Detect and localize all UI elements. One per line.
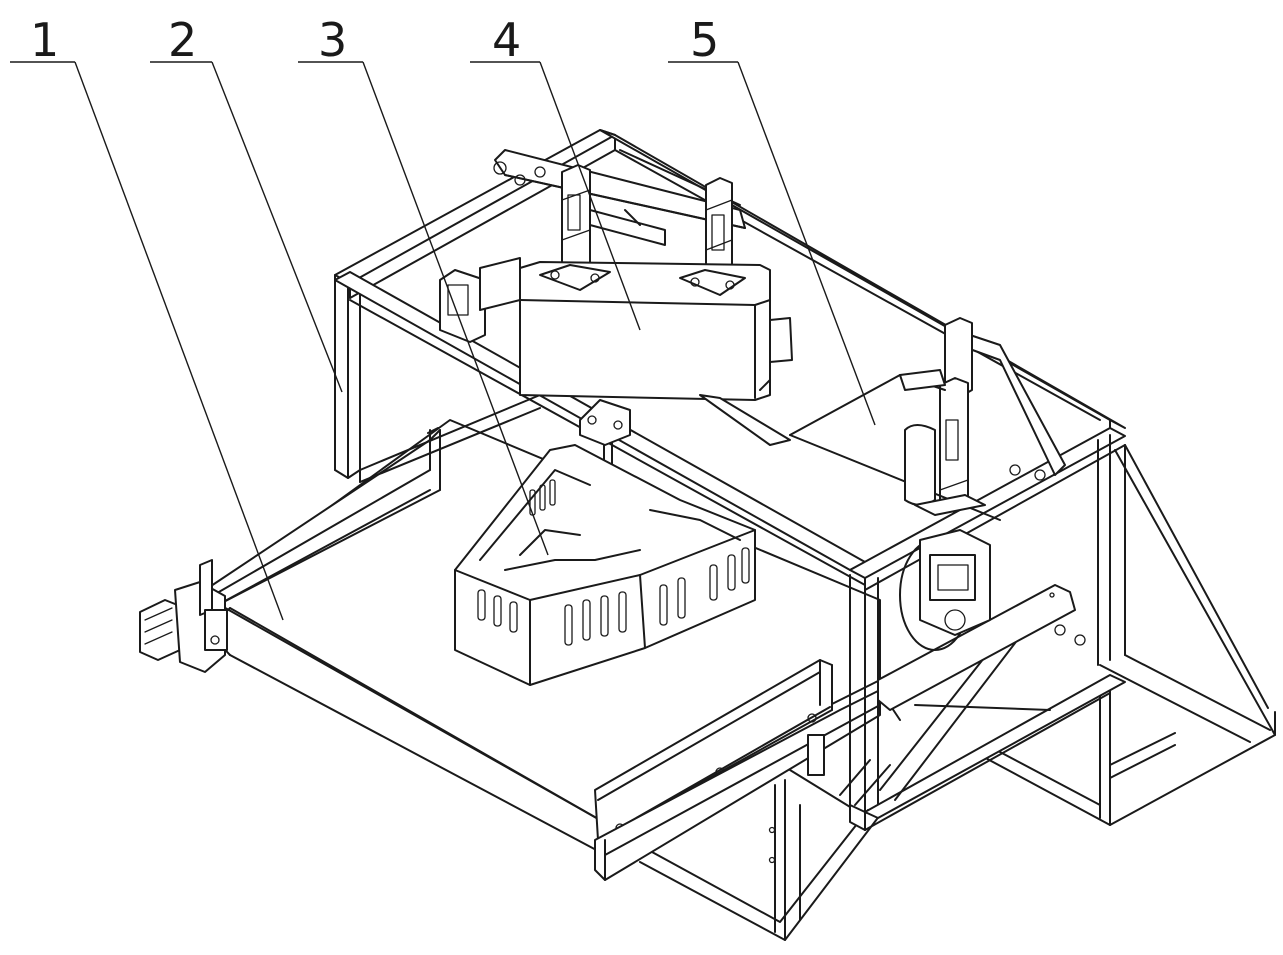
callout-3: 3 <box>318 13 347 67</box>
callout-leaders <box>10 61 876 621</box>
conveyor-motor <box>139 559 228 673</box>
drive-box-unit <box>439 257 793 446</box>
callout-1: 1 <box>30 13 59 67</box>
callout-labels: 1 2 3 4 5 <box>30 13 719 67</box>
callout-4: 4 <box>492 13 521 67</box>
rear-support-frame <box>979 444 1276 826</box>
lifting-hoist-unit <box>789 369 1001 651</box>
lift-columns <box>561 164 973 513</box>
callout-2: 2 <box>168 13 197 67</box>
callout-5: 5 <box>690 13 719 67</box>
gripper-basket <box>454 399 756 686</box>
top-carriage-rails <box>493 149 1066 481</box>
